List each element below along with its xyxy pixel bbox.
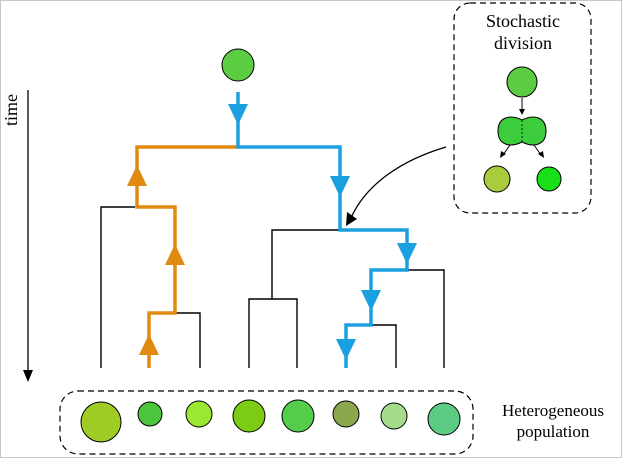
orange-lineage	[135, 145, 238, 368]
orange-arrowhead	[127, 165, 147, 186]
inset-daughter-cell-right	[536, 166, 562, 192]
blue-arrowhead	[397, 243, 417, 264]
population-label-line2: population	[516, 422, 590, 441]
orange-arrowhead	[165, 244, 185, 265]
population-cell	[380, 402, 408, 430]
inset-arrowhead	[500, 151, 506, 158]
population-cell	[232, 399, 266, 433]
tree-branch	[371, 324, 397, 368]
tree-branch	[100, 206, 135, 368]
inset-title-line2: division	[493, 33, 552, 53]
tree-branch	[175, 312, 201, 368]
orange-arrowhead	[139, 334, 159, 355]
inset-parent-cell	[506, 66, 538, 98]
population-cell	[137, 401, 163, 427]
population-box	[59, 390, 474, 455]
inset-arrowhead	[519, 109, 525, 115]
population-label-line1: Heterogeneous	[502, 401, 604, 420]
orange-lineage-arrows	[127, 165, 185, 355]
orange-lineage-path	[135, 145, 238, 368]
inset-arrowhead	[538, 151, 544, 158]
curved-pointer-arrow	[350, 146, 447, 219]
inset-daughter-cell-left	[483, 165, 511, 193]
blue-arrowhead	[336, 339, 356, 360]
blue-lineage-arrows	[228, 104, 417, 360]
time-axis-arrowhead	[23, 370, 33, 382]
curved-pointer-arrowhead	[346, 212, 357, 226]
time-axis-label: time	[1, 94, 21, 126]
root-cell	[221, 48, 255, 82]
tree-branch	[271, 229, 340, 299]
population-cell	[427, 402, 461, 436]
population-cell	[332, 400, 360, 428]
population-cell	[80, 401, 122, 443]
inset-title-line1: Stochastic	[486, 11, 560, 31]
blue-arrowhead	[361, 290, 381, 311]
blue-arrowhead	[330, 176, 350, 197]
population-cell	[281, 399, 315, 433]
population-cells	[80, 399, 461, 443]
inset-box	[453, 2, 592, 214]
lineage-tree	[100, 206, 445, 368]
tree-branch	[248, 298, 298, 368]
population-cell	[185, 400, 213, 428]
blue-arrowhead	[228, 104, 248, 125]
tree-branch	[407, 269, 445, 368]
